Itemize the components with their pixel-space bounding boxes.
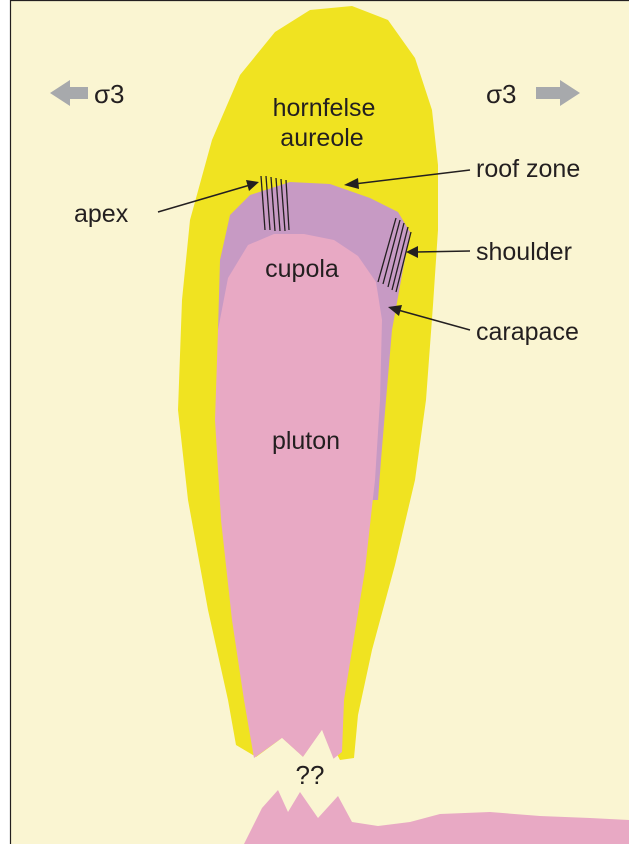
unknown-connection-label: ??: [296, 760, 325, 790]
stress-label-right: σ3: [486, 79, 517, 109]
carapace-label: carapace: [476, 318, 579, 346]
shoulder-label: shoulder: [476, 238, 572, 266]
cupola-label: cupola: [265, 255, 339, 283]
aureole-label-line2: aureole: [280, 124, 363, 152]
stress-label-left: σ3: [94, 79, 125, 109]
pluton-label: pluton: [272, 427, 340, 455]
roof-zone-label: roof zone: [476, 155, 580, 183]
shoulder-leader: [416, 251, 470, 252]
apex-label: apex: [74, 200, 129, 228]
aureole-label-line1: hornfelse: [273, 94, 376, 122]
